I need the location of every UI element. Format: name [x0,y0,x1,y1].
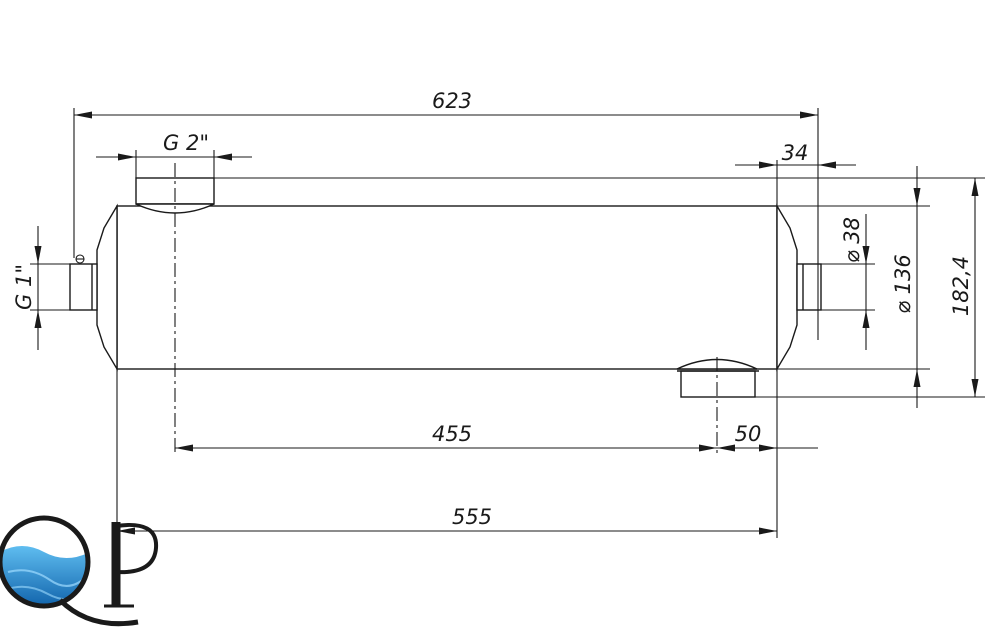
dim-inlet-thread: G 2" [163,131,209,155]
dim-body-diameter: ⌀ 136 [891,254,915,313]
dimension-lines [30,108,985,538]
dim-side-thread: G 1" [12,264,36,310]
exchanger-body [96,203,798,372]
dim-body-length: 555 [452,505,492,529]
left-side-port [69,254,98,311]
dim-overall-length: 623 [432,89,472,113]
top-inlet-port [135,163,215,455]
dim-port-end-offset: 50 [735,422,762,446]
qp-logo [0,515,159,627]
bottom-outlet-port [676,357,759,455]
dim-outlet-offset: 34 [782,141,809,165]
right-side-port [796,263,822,311]
dim-port-spacing: 455 [432,422,472,446]
dim-overall-height: 182,4 [949,256,973,316]
dim-port-diameter: ⌀ 38 [840,217,864,263]
